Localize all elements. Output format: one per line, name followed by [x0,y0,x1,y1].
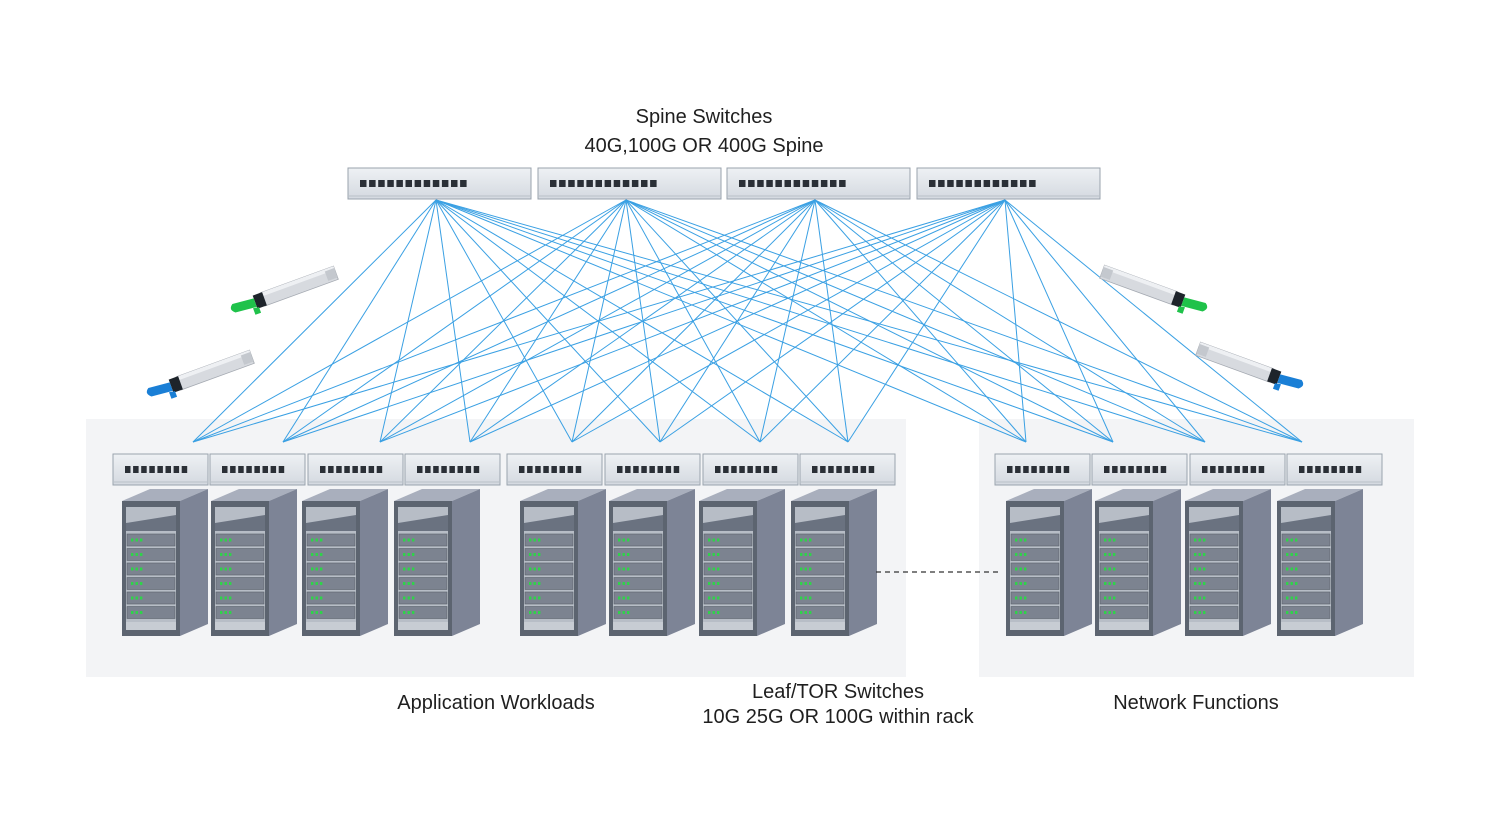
link-spine4-leaf6 [659,199,1006,443]
link-spine1-leaf11 [435,199,1206,443]
server-rack-app-6 [609,489,695,636]
server-rack-app-3 [302,489,388,636]
link-spine4-leaf9 [1004,199,1027,443]
transceiver-module-green-left [230,265,339,315]
leaf-switch-nf-3 [1189,453,1286,486]
link-spine3-leaf11 [814,199,1206,443]
link-spine1-leaf1 [192,199,437,443]
link-spine1-leaf2 [282,199,437,443]
server-rack-app-5 [520,489,606,636]
link-spine4-leaf2 [282,199,1006,443]
spine-leaf-links [192,199,1303,443]
link-spine4-leaf11 [1004,199,1206,443]
leaf-switch-app-6 [604,453,701,486]
server-rack-nf-2 [1095,489,1181,636]
link-spine3-leaf2 [282,199,816,443]
spine-subtitle: 40G,100G OR 400G Spine [584,135,824,157]
leaf-title: Leaf/TOR Switches [752,681,924,703]
link-spine4-leaf12 [1004,199,1303,443]
server-rack-app-8 [791,489,877,636]
link-spine2-leaf1 [192,199,627,443]
link-spine1-leaf4 [435,199,471,443]
leaf-switch-app-2 [209,453,306,486]
link-spine2-leaf2 [282,199,627,443]
leaf-subtitle: 10G 25G OR 100G within rack [702,706,974,728]
link-spine2-leaf10 [625,199,1114,443]
leaf-switch-nf-4 [1286,453,1383,486]
spine-switch-2 [537,167,722,200]
leaf-switch-app-5 [506,453,603,486]
link-spine3-leaf8 [814,199,849,443]
link-spine4-leaf3 [379,199,1006,443]
link-spine4-leaf1 [192,199,1006,443]
group-label-application-workloads: Application Workloads [397,692,595,714]
transceiver-module-blue-left [146,349,255,399]
link-spine4-leaf7 [759,199,1006,443]
link-spine1-leaf3 [379,199,437,443]
leaf-switch-nf-1 [994,453,1091,486]
leaf-caption: Leaf/TOR Switches 10G 25G OR 100G within… [638,679,1038,730]
leaf-switch-nf-2 [1091,453,1188,486]
link-spine1-leaf10 [435,199,1114,443]
spine-caption: Spine Switches 40G,100G OR 400G Spine [504,104,904,159]
leaf-switch-app-1 [112,453,209,486]
leaf-switches [112,453,1383,486]
server-rack-app-1 [122,489,208,636]
link-spine4-leaf8 [847,199,1006,443]
server-rack-nf-4 [1277,489,1363,636]
leaf-switch-app-3 [307,453,404,486]
link-spine3-leaf10 [814,199,1114,443]
spine-switch-4 [916,167,1101,200]
server-rack-app-2 [211,489,297,636]
spine-switches [347,167,1101,200]
link-spine4-leaf4 [469,199,1006,443]
leaf-switch-app-8 [799,453,896,486]
transceiver-module-green-right [1099,264,1208,314]
transceiver-module-blue-right [1195,341,1304,391]
spine-switch-3 [726,167,911,200]
link-spine3-leaf1 [192,199,816,443]
link-spine4-leaf5 [571,199,1006,443]
transceiver-modules [146,264,1304,399]
server-rack-app-4 [394,489,480,636]
leaf-switch-app-7 [702,453,799,486]
spine-title: Spine Switches [635,106,773,128]
link-spine2-leaf11 [625,199,1206,443]
server-rack-nf-1 [1006,489,1092,636]
server-racks [122,489,1363,636]
server-rack-app-7 [699,489,785,636]
server-rack-nf-3 [1185,489,1271,636]
spine-switch-1 [347,167,532,200]
link-spine1-leaf9 [435,199,1027,443]
link-spine4-leaf10 [1004,199,1114,443]
group-label-network-functions: Network Functions [1113,692,1279,714]
link-spine2-leaf9 [625,199,1027,443]
leaf-switch-app-4 [404,453,501,486]
link-spine3-leaf9 [814,199,1027,443]
